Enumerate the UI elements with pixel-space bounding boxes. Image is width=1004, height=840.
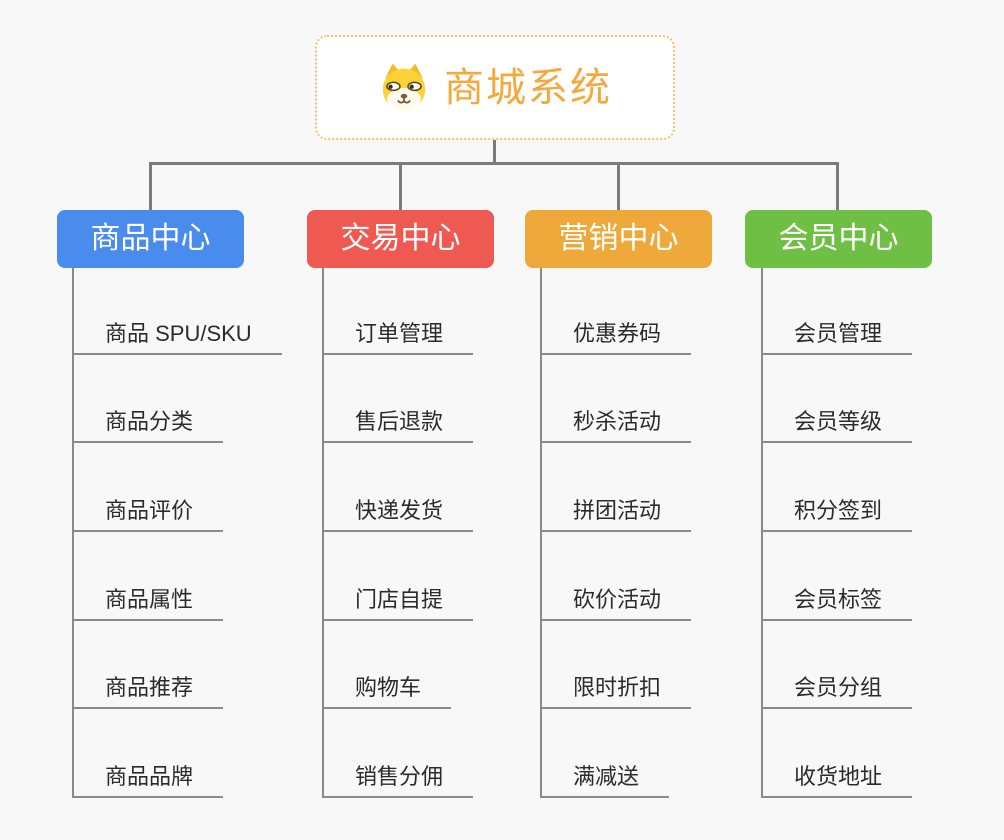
leaf-node[interactable]: 拼团活动	[540, 443, 692, 532]
leaf-node[interactable]: 满减送	[540, 709, 670, 798]
leaf-node[interactable]: 快递发货	[322, 443, 474, 532]
branch-items-trade: 订单管理 售后退款 快递发货 门店自提 购物车 销售分佣	[322, 266, 474, 798]
connector-trunk-marketing	[540, 268, 542, 798]
branch-items-product: 商品 SPU/SKU 商品分类 商品评价 商品属性 商品推荐 商品品牌	[72, 266, 282, 798]
branch-items-member: 会员管理 会员等级 积分签到 会员标签 会员分组 收货地址	[761, 266, 913, 798]
connector-trunk-product	[72, 268, 74, 798]
root-node-title: 商城系统	[444, 65, 612, 110]
leaf-node[interactable]: 收货地址	[761, 709, 913, 798]
connector-trunk-trade	[322, 268, 324, 798]
leaf-node[interactable]: 商品评价	[72, 443, 224, 532]
leaf-node[interactable]: 会员标签	[761, 532, 913, 621]
connector-drop-marketing	[617, 162, 620, 210]
leaf-node[interactable]: 销售分佣	[322, 709, 474, 798]
leaf-node[interactable]: 限时折扣	[540, 621, 692, 710]
leaf-node[interactable]: 商品分类	[72, 355, 224, 444]
connector-drop-trade	[399, 162, 402, 210]
leaf-node[interactable]: 会员分组	[761, 621, 913, 710]
leaf-node[interactable]: 砍价活动	[540, 532, 692, 621]
leaf-node[interactable]: 订单管理	[322, 266, 474, 355]
root-node-mall-system[interactable]: 商城系统	[315, 35, 675, 140]
leaf-node[interactable]: 售后退款	[322, 355, 474, 444]
branch-node-trade-center[interactable]: 交易中心	[307, 210, 494, 268]
leaf-node[interactable]: 门店自提	[322, 532, 474, 621]
leaf-node[interactable]: 商品推荐	[72, 621, 224, 710]
branch-label: 商品中心	[90, 222, 211, 255]
connector-drop-member	[836, 162, 839, 210]
leaf-node[interactable]: 商品 SPU/SKU	[72, 266, 282, 355]
leaf-node[interactable]: 积分签到	[761, 443, 913, 532]
leaf-node[interactable]: 优惠券码	[540, 266, 692, 355]
leaf-node[interactable]: 会员等级	[761, 355, 913, 444]
leaf-node[interactable]: 商品品牌	[72, 709, 224, 798]
leaf-node[interactable]: 购物车	[322, 621, 452, 710]
connector-trunk-member	[761, 268, 763, 798]
leaf-node[interactable]: 会员管理	[761, 266, 913, 355]
leaf-node[interactable]: 商品属性	[72, 532, 224, 621]
connector-root-stem	[493, 140, 496, 163]
dog-face-icon	[382, 63, 426, 111]
connector-drop-product	[149, 162, 152, 210]
branch-label: 营销中心	[558, 222, 679, 255]
connector-horizontal	[149, 162, 839, 165]
branch-items-marketing: 优惠券码 秒杀活动 拼团活动 砍价活动 限时折扣 满减送	[540, 266, 692, 798]
branch-label: 交易中心	[340, 222, 461, 255]
branch-node-member-center[interactable]: 会员中心	[745, 210, 932, 268]
branch-label: 会员中心	[778, 222, 899, 255]
leaf-node[interactable]: 秒杀活动	[540, 355, 692, 444]
branch-node-marketing-center[interactable]: 营销中心	[525, 210, 712, 268]
branch-node-product-center[interactable]: 商品中心	[57, 210, 244, 268]
